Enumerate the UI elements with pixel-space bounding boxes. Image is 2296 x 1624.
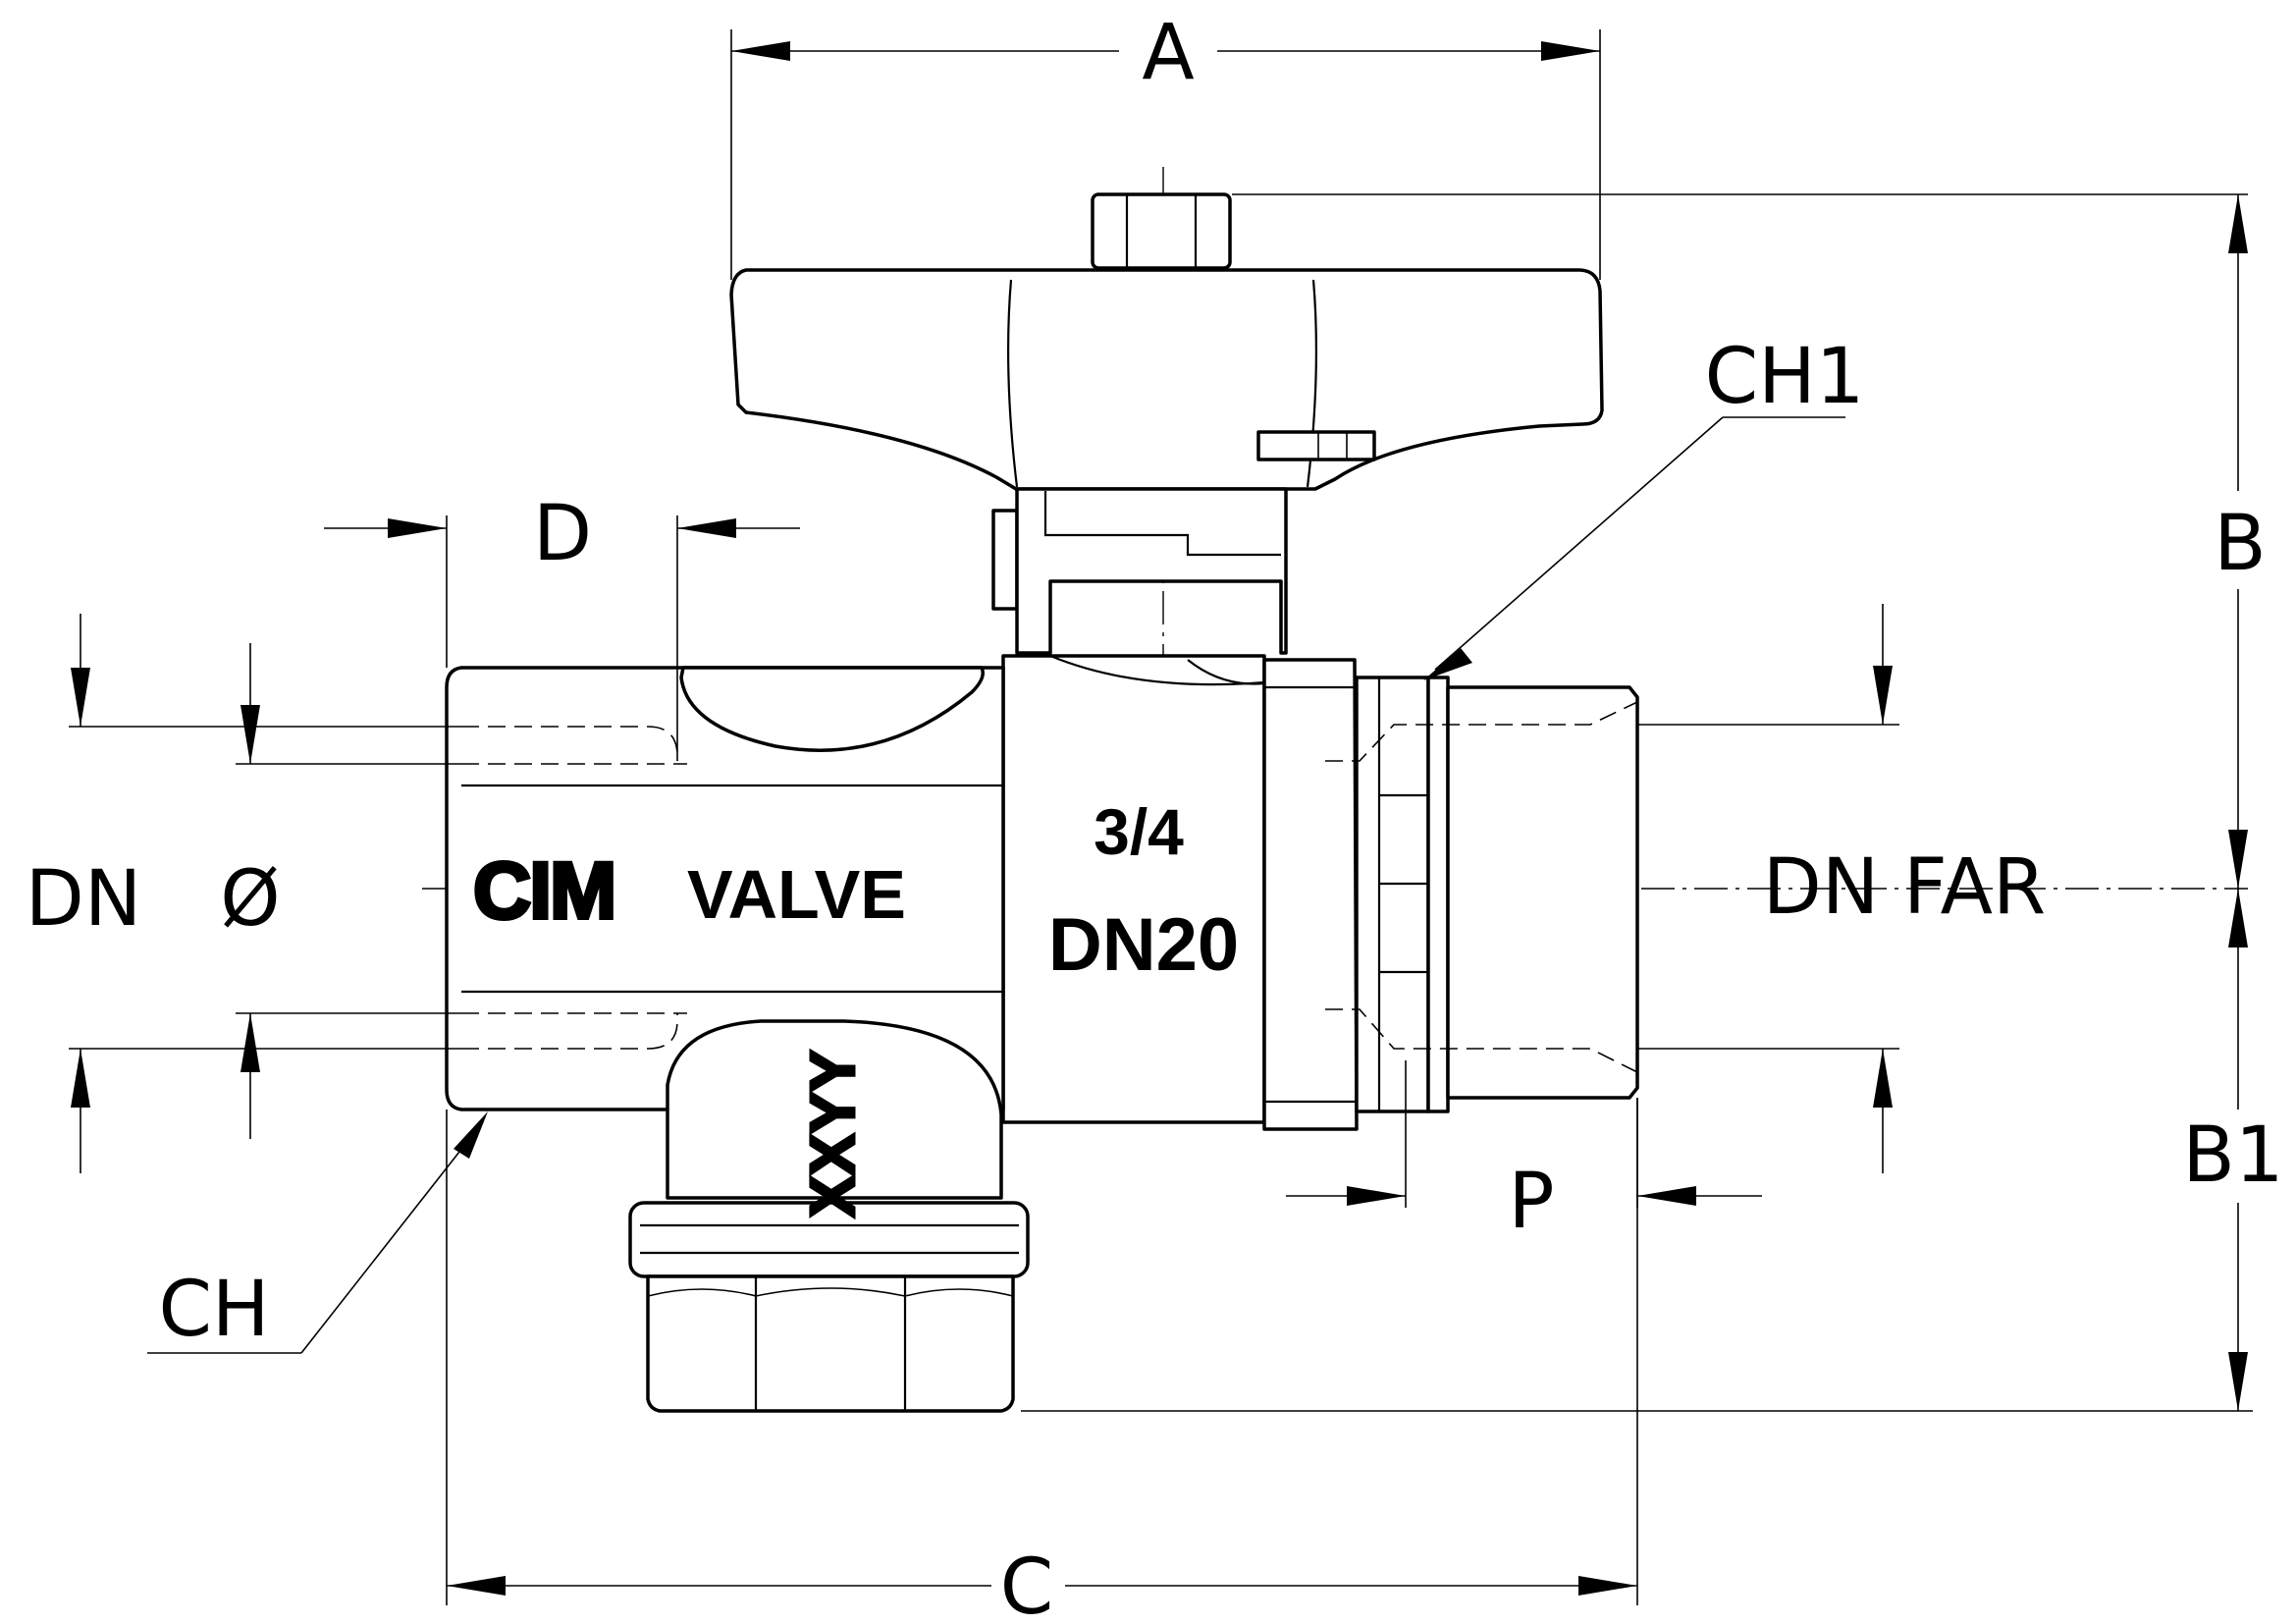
- dimension-b1-label: B1: [2182, 1111, 2283, 1200]
- leader-ch: CH: [147, 1111, 488, 1354]
- dimension-a: A: [730, 9, 1601, 280]
- dimension-diameter-label: Ø: [220, 855, 280, 944]
- dimension-d: D: [324, 490, 800, 761]
- dimension-c: C: [446, 1098, 1638, 1624]
- leader-ch1-label: CH1: [1705, 333, 1865, 421]
- right-union-end: [1262, 658, 1639, 1131]
- left-female-end: [445, 666, 1005, 1111]
- size-dn-label: DN20: [1048, 903, 1239, 987]
- valve-stem: [991, 487, 1288, 655]
- body-markings: CIM VALVE 3/4 DN20 XXYY: [471, 795, 1239, 1219]
- dimension-p: P: [1286, 1060, 1762, 1246]
- dimension-c-label: C: [1000, 1543, 1053, 1624]
- leader-ch-label: CH: [158, 1266, 269, 1354]
- bottom-outlet: [628, 1019, 1030, 1413]
- production-code: XXYY: [797, 1050, 868, 1218]
- dimension-d-label: D: [533, 490, 592, 578]
- size-inch-label: 3/4: [1094, 795, 1184, 868]
- valve-body: [1001, 654, 1266, 1124]
- brand-logo: CIM: [473, 846, 614, 936]
- dimension-dn-left: DN: [26, 614, 461, 1173]
- dimension-diameter: Ø: [220, 643, 461, 1139]
- dimension-b-label: B: [2214, 500, 2267, 588]
- dimension-dn-far-label: DN FAR: [1763, 843, 2046, 932]
- dimension-p-label: P: [1508, 1158, 1554, 1246]
- leader-ch1: CH1: [1423, 333, 1864, 680]
- dimension-b: B: [1232, 193, 2267, 889]
- dimension-a-label: A: [1142, 9, 1194, 97]
- dimension-dn-far: DN FAR: [1637, 604, 2046, 1173]
- butterfly-handle: [729, 192, 1604, 491]
- dimension-dn-left-label: DN: [26, 855, 141, 944]
- brand-word: VALVE: [687, 856, 906, 933]
